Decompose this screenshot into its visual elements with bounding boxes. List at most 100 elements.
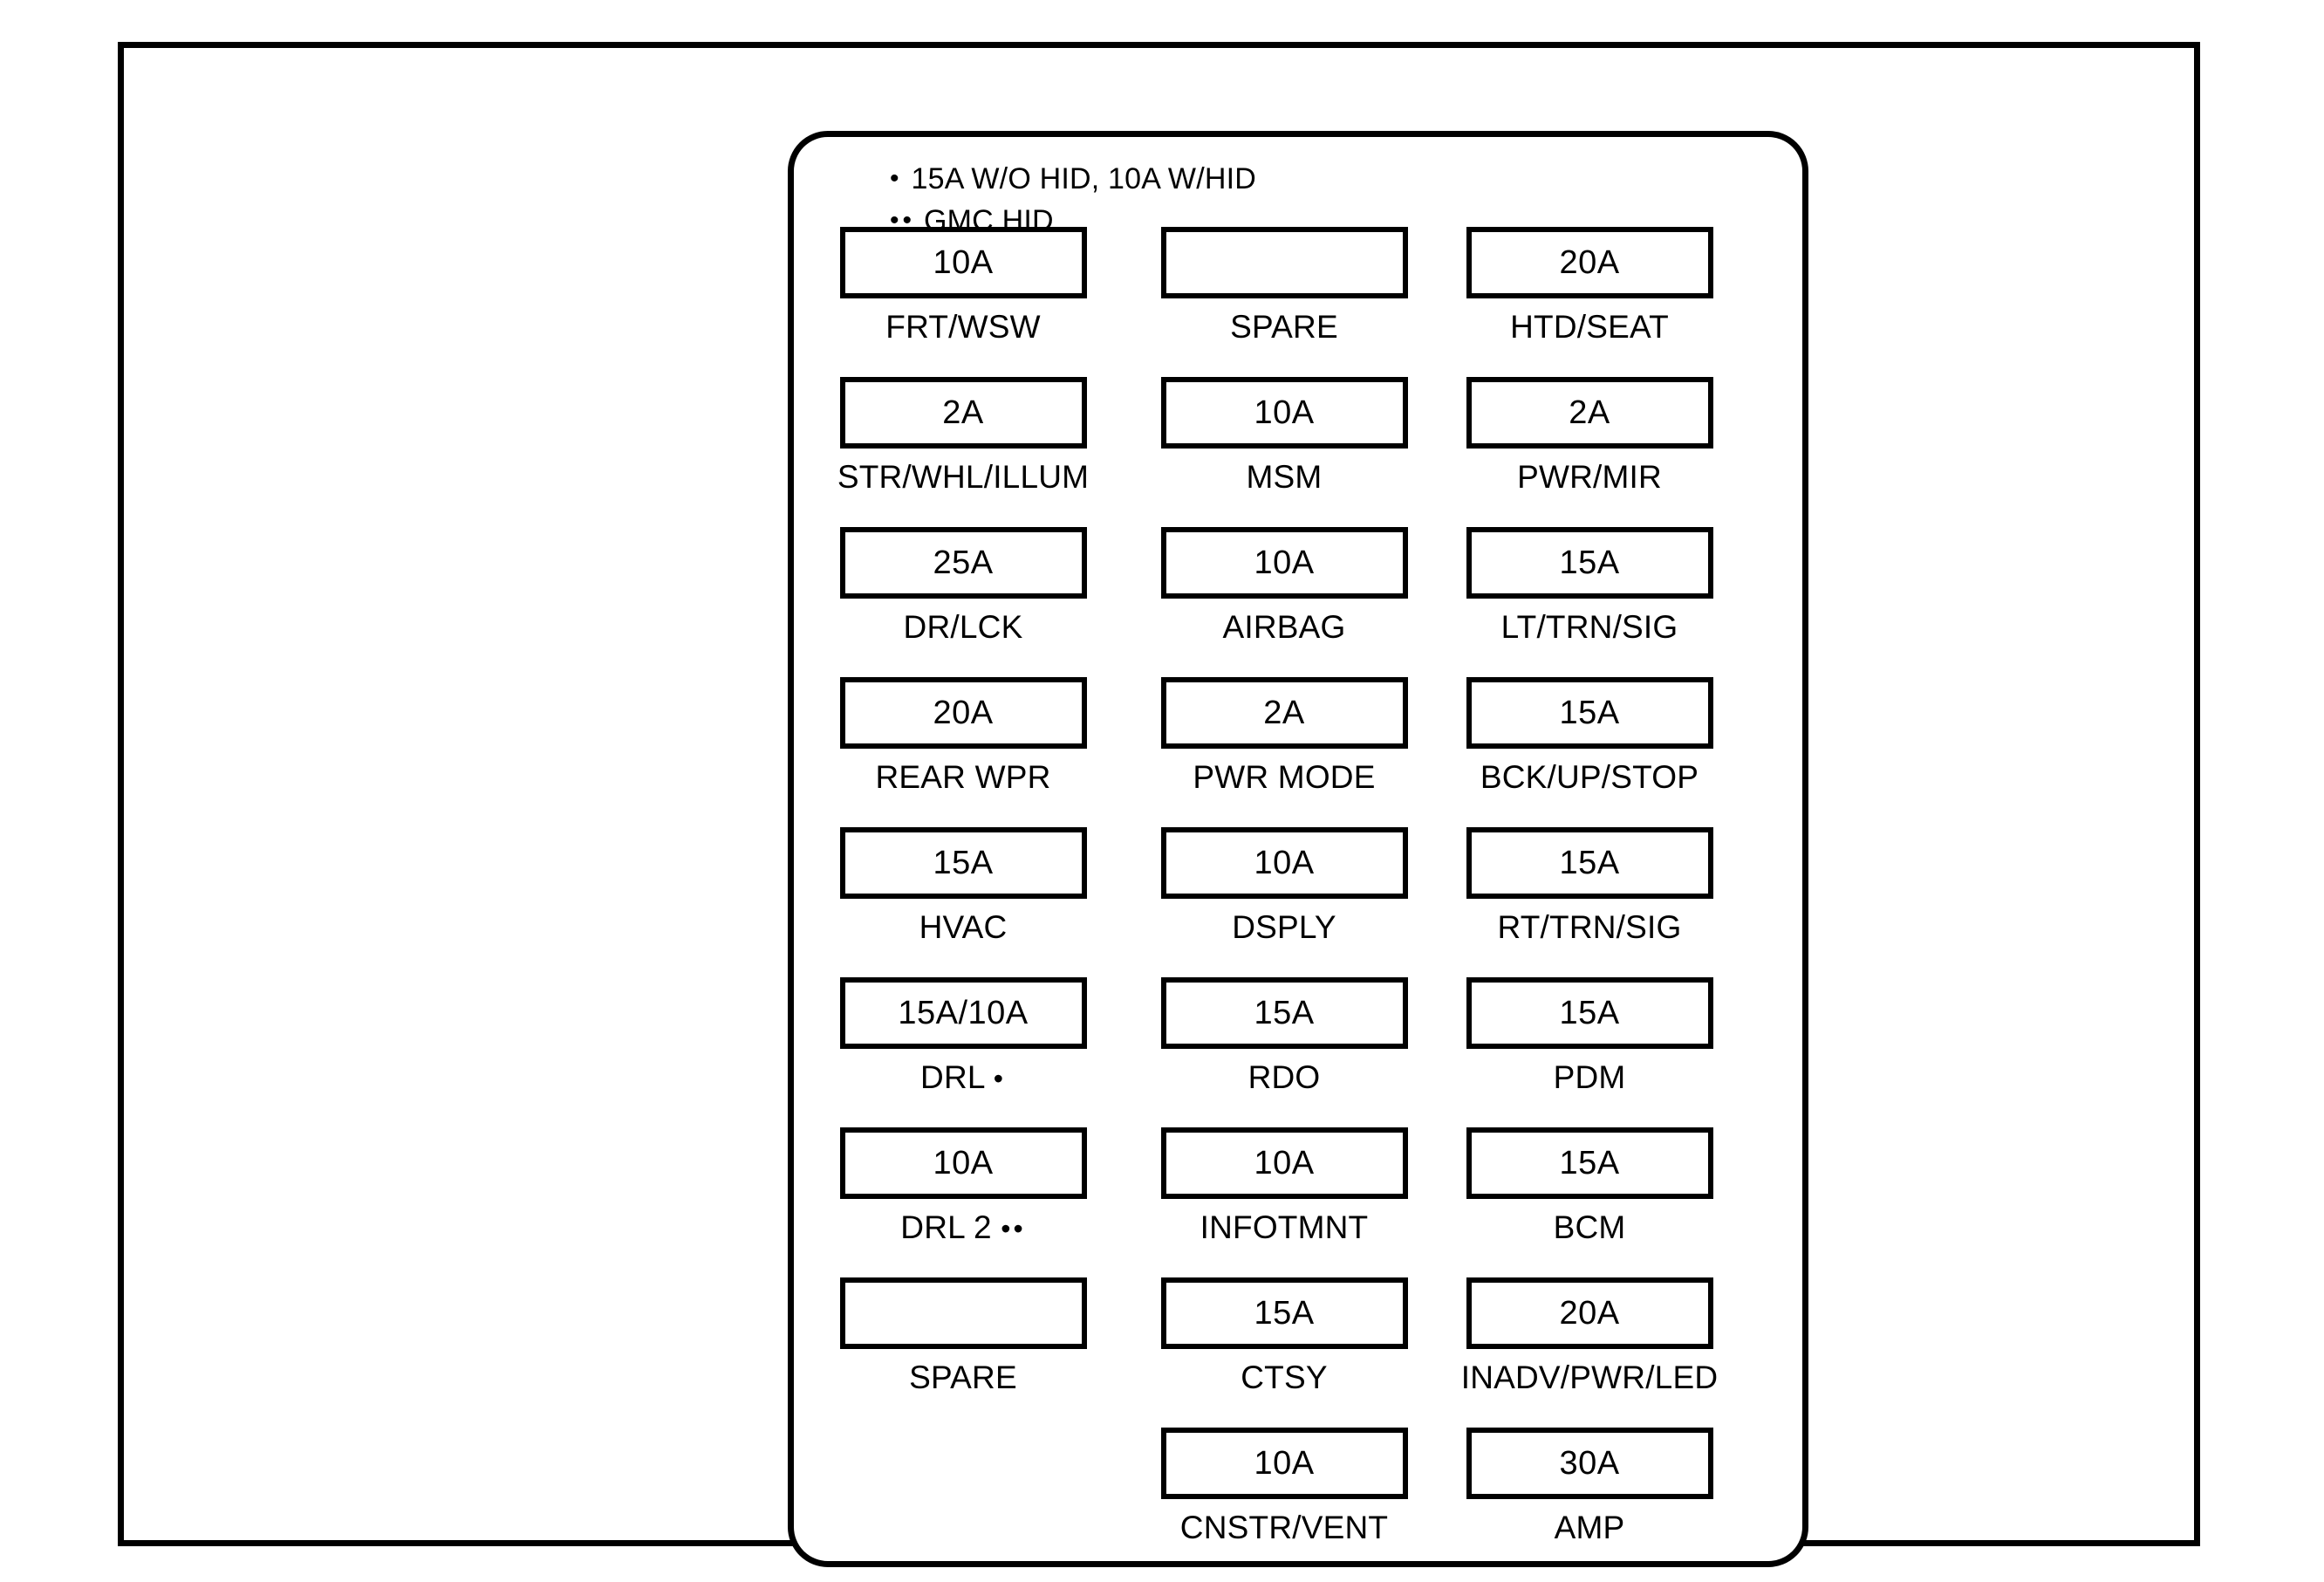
fuse-amperage: 15A	[1559, 995, 1620, 1031]
fuse-circuit-label: REAR WPR	[832, 759, 1094, 795]
fuse-circuit-name: AIRBAG	[1222, 609, 1346, 645]
fuse-circuit-name: SPARE	[909, 1359, 1017, 1395]
fuse-slot: 2A STR/WHL/ILLUM	[832, 377, 1094, 517]
fuse-circuit-name: DRL	[920, 1059, 985, 1095]
fuse-circuit-label: DR/LCK	[832, 610, 1094, 645]
fuse-rating-box: 15A	[1160, 1277, 1408, 1349]
fuse-circuit-label: DSPLY	[1153, 909, 1415, 945]
fuse-circuit-label: PDM	[1459, 1060, 1720, 1095]
fuse-amperage: 10A	[1254, 394, 1315, 431]
fuse-circuit-label: PWR/MIR	[1459, 459, 1720, 495]
fuse-slot: 10A MSM	[1153, 377, 1415, 517]
fuse-slot: 10A DSPLY	[1153, 827, 1415, 967]
fuse-amperage: 2A	[1569, 394, 1610, 431]
fuse-amperage: 15A	[1254, 1295, 1315, 1332]
fuse-amperage: 15A	[1559, 1145, 1620, 1181]
fuse-amperage: 10A	[1254, 1145, 1315, 1181]
fuse-circuit-label: INFOTMNT	[1153, 1209, 1415, 1245]
fuse-grid: 10A FRT/WSW 2A STR/WHL/ILLUM 25A DR/LCK 20A REA…	[794, 137, 1815, 1573]
fuse-circuit-name: STR/WHL/ILLUM	[837, 459, 1090, 495]
fuse-rating-box: 10A	[1160, 1127, 1408, 1199]
fuse-circuit-name: DSPLY	[1232, 909, 1336, 945]
fuse-amperage: 15A	[1254, 995, 1315, 1031]
fuse-slot: 15A PDM	[1459, 977, 1720, 1117]
fuse-amperage: 20A	[933, 695, 994, 731]
fuse-circuit-name: INFOTMNT	[1200, 1209, 1369, 1245]
fuse-rating-box: 15A	[1466, 827, 1713, 899]
fuse-slot: 10A AIRBAG	[1153, 527, 1415, 667]
fuse-amperage: 15A	[1559, 695, 1620, 731]
fuse-rating-box: 10A	[1160, 827, 1408, 899]
fuse-rating-box: 20A	[1466, 1277, 1713, 1349]
fuse-slot: 2A PWR MODE	[1153, 677, 1415, 817]
fuse-amperage: 15A/10A	[898, 995, 1029, 1031]
fuse-circuit-label: DRL •	[832, 1059, 1094, 1095]
fuse-circuit-label: CTSY	[1153, 1360, 1415, 1395]
fuse-rating-box	[1160, 227, 1408, 298]
fuse-rating-box: 15A	[1466, 527, 1713, 599]
fuse-rating-box: 2A	[1160, 677, 1408, 749]
fuse-rating-box: 10A	[1160, 1428, 1408, 1499]
fuse-circuit-name: PWR MODE	[1193, 759, 1376, 795]
fuse-slot: 20A INADV/PWR/LED	[1459, 1277, 1720, 1417]
fuse-amperage: 15A	[1559, 544, 1620, 581]
fuse-circuit-name: INADV/PWR/LED	[1460, 1359, 1719, 1395]
fuse-slot: 2A PWR/MIR	[1459, 377, 1720, 517]
fuse-slot: 15A HVAC	[832, 827, 1094, 967]
fuse-circuit-name: RT/TRN/SIG	[1497, 909, 1682, 945]
fuse-amperage: 15A	[1559, 845, 1620, 881]
fuse-slot: 10A DRL 2 ••	[832, 1127, 1094, 1267]
fuse-slot: SPARE	[1153, 227, 1415, 366]
fuse-slot: 25A DR/LCK	[832, 527, 1094, 667]
fuse-rating-box: 10A	[839, 1127, 1087, 1199]
fuse-circuit-name: FRT/WSW	[885, 309, 1041, 345]
fuse-rating-box: 15A	[1160, 977, 1408, 1049]
fuse-footnote-bullet-icon: •	[993, 1063, 1006, 1094]
fuse-slot: 10A CNSTR/VENT	[1153, 1428, 1415, 1567]
fuse-amperage: 2A	[1263, 695, 1305, 731]
fuse-rating-box: 10A	[1160, 527, 1408, 599]
fuse-rating-box: 30A	[1466, 1428, 1713, 1499]
fuse-amperage: 10A	[1254, 845, 1315, 881]
fuse-circuit-label: INADV/PWR/LED	[1459, 1359, 1720, 1395]
fuse-circuit-name: DRL 2	[900, 1209, 992, 1245]
fuse-rating-box: 25A	[839, 527, 1087, 599]
fuse-circuit-name: BCM	[1553, 1209, 1626, 1245]
fuse-circuit-label: LT/TRN/SIG	[1459, 610, 1720, 645]
fuse-circuit-label: HVAC	[832, 910, 1094, 945]
fuse-amperage: 10A	[933, 244, 994, 281]
fuse-slot: 10A INFOTMNT	[1153, 1127, 1415, 1267]
fuse-slot: SPARE	[832, 1277, 1094, 1417]
fuse-slot: 15A BCM	[1459, 1127, 1720, 1267]
fuse-circuit-label: RDO	[1153, 1060, 1415, 1095]
fuse-circuit-label: BCM	[1459, 1209, 1720, 1245]
fuse-circuit-label: AMP	[1459, 1510, 1720, 1545]
legend-line: •15A W/O HID, 10A W/HID	[890, 158, 1745, 200]
fuse-amperage: 2A	[942, 394, 984, 431]
fuse-circuit-name: REAR WPR	[875, 759, 1051, 795]
fuse-slot: 15A/10A DRL •	[832, 977, 1094, 1117]
fuse-circuit-label: HTD/SEAT	[1459, 310, 1720, 345]
fuse-slot: 15A CTSY	[1153, 1277, 1415, 1417]
fuse-slot: 15A RDO	[1153, 977, 1415, 1117]
fuse-rating-box: 2A	[1466, 377, 1713, 449]
fuse-amperage: 25A	[933, 544, 994, 581]
fuse-rating-box: 15A	[839, 827, 1087, 899]
legend-bullet-icon: •	[890, 164, 903, 193]
fuse-rating-box: 20A	[839, 677, 1087, 749]
fuse-rating-box: 15A	[1466, 1127, 1713, 1199]
fuse-rating-box	[839, 1277, 1087, 1349]
fuse-circuit-label: PWR MODE	[1153, 759, 1415, 795]
fuse-circuit-label: MSM	[1153, 460, 1415, 495]
fuse-circuit-label: STR/WHL/ILLUM	[832, 459, 1094, 495]
fuse-amperage: 30A	[1559, 1445, 1620, 1482]
fuse-amperage: 10A	[933, 1145, 994, 1181]
fuse-circuit-name: CNSTR/VENT	[1179, 1510, 1389, 1545]
fuse-slot: 20A REAR WPR	[832, 677, 1094, 817]
fuse-circuit-name: PWR/MIR	[1517, 459, 1662, 495]
fuse-circuit-label: DRL 2 ••	[832, 1209, 1094, 1245]
fuse-circuit-label: SPARE	[832, 1359, 1094, 1395]
